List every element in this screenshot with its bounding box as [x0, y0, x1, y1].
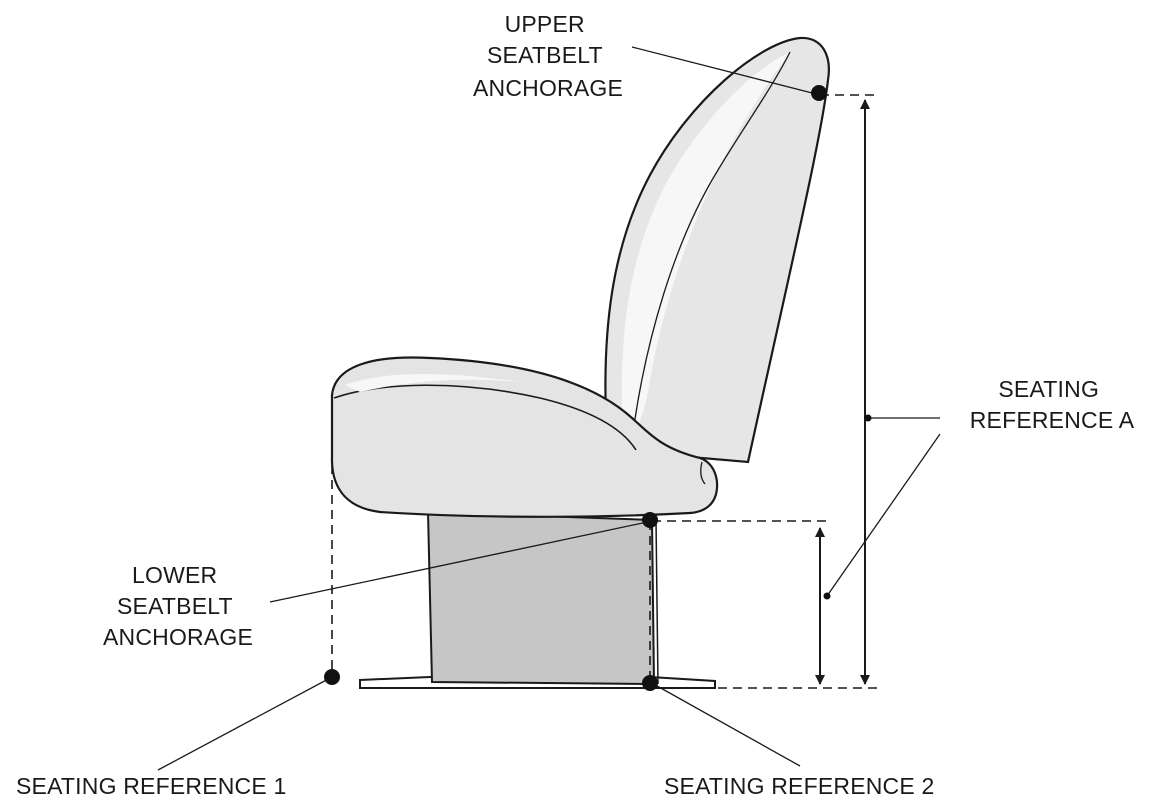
reference-points: [324, 85, 872, 691]
seat: [330, 36, 830, 689]
seating-reference-2-label: SEATING REFERENCE 2: [664, 773, 934, 799]
dashed-guides: [331, 94, 880, 689]
dimension-arrows: [815, 99, 870, 685]
pedestal-right-edge: [655, 519, 659, 685]
labels: UPPER SEATBELT ANCHORAGE LOWER SEATBELT …: [16, 11, 1135, 799]
seat-backrest: [604, 36, 830, 464]
seating-reference-a-label: SEATING REFERENCE A: [970, 376, 1135, 433]
lower-anchorage-point: [642, 512, 658, 528]
reference-a-lower-dot: [823, 592, 831, 600]
backrest-highlight: [621, 52, 790, 440]
leader-reference-2: [649, 681, 801, 767]
seating-reference-1-label: SEATING REFERENCE 1: [16, 773, 286, 799]
leader-lines: [157, 46, 941, 771]
seating-reference-2-point: [642, 675, 658, 691]
leader-reference-1: [157, 676, 333, 771]
cushion-step-line: [700, 461, 706, 485]
seating-reference-1-point: [324, 669, 340, 685]
seat-cushion: [330, 356, 719, 518]
upper-anchorage-point: [811, 85, 827, 101]
leader-reference-a-lower: [826, 433, 941, 597]
backrest-seam: [631, 51, 791, 441]
upper-anchorage-label: UPPER SEATBELT ANCHORAGE: [473, 11, 623, 101]
lower-anchorage-label: LOWER SEATBELT ANCHORAGE: [103, 562, 253, 650]
pedestal: [426, 510, 656, 686]
leader-lower-anchorage: [269, 520, 653, 603]
reference-a-dot: [864, 414, 872, 422]
leader-upper-anchorage: [631, 46, 821, 96]
cushion-highlight: [345, 374, 520, 392]
